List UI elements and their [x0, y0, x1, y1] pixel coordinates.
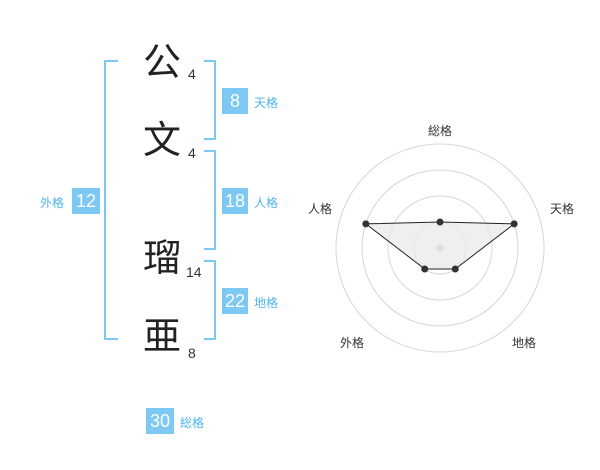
stroke-count-4: 8: [188, 345, 196, 361]
stroke-count-2: 4: [188, 145, 196, 161]
radar-polygon: [364, 221, 516, 270]
chikaku-badge: 22: [222, 288, 248, 314]
axis-label-chikaku: 地格: [511, 336, 536, 350]
jinkaku-badge: 18: [222, 188, 248, 214]
name-char-3: 瑠: [142, 236, 181, 280]
stroke-count-3: 14: [186, 264, 202, 280]
radar-point-1: [436, 218, 444, 226]
jinkaku-label: 人格: [254, 196, 279, 210]
radar-ring-4: [335, 143, 545, 353]
tenkaku-label: 天格: [254, 96, 279, 110]
gaikaku-badge: 12: [72, 188, 100, 214]
radar-point-5: [362, 220, 370, 228]
radar-points: [362, 218, 518, 273]
axis-label-gaikaku: 外格: [339, 336, 364, 350]
radar-ring-3: [361, 169, 519, 327]
chikaku-label: 地格: [254, 296, 279, 310]
radar-point-3: [451, 265, 459, 273]
tenkaku-bracket: [204, 60, 216, 140]
name-char-4: 亜: [142, 314, 181, 358]
stroke-count-1: 4: [188, 66, 196, 82]
soukaku-label: 総格: [180, 416, 205, 430]
tenkaku-badge: 8: [222, 88, 248, 114]
gaikaku-bracket: [104, 60, 118, 340]
radar-area: [364, 221, 516, 270]
radar-ring-2: [387, 195, 493, 301]
jinkaku-bracket: [204, 150, 216, 250]
soukaku-badge: 30: [146, 408, 174, 434]
axis-label-soukaku: 総格: [427, 124, 452, 138]
chikaku-bracket: [204, 260, 216, 340]
name-char-1: 公: [142, 40, 181, 84]
axis-label-jinkaku: 人格: [307, 202, 332, 216]
axis-label-tenkaku: 天格: [549, 202, 574, 216]
radar-point-4: [421, 265, 429, 273]
gaikaku-label: 外格: [40, 196, 65, 210]
radar-point-2: [510, 220, 518, 228]
name-char-2: 文: [142, 118, 181, 162]
